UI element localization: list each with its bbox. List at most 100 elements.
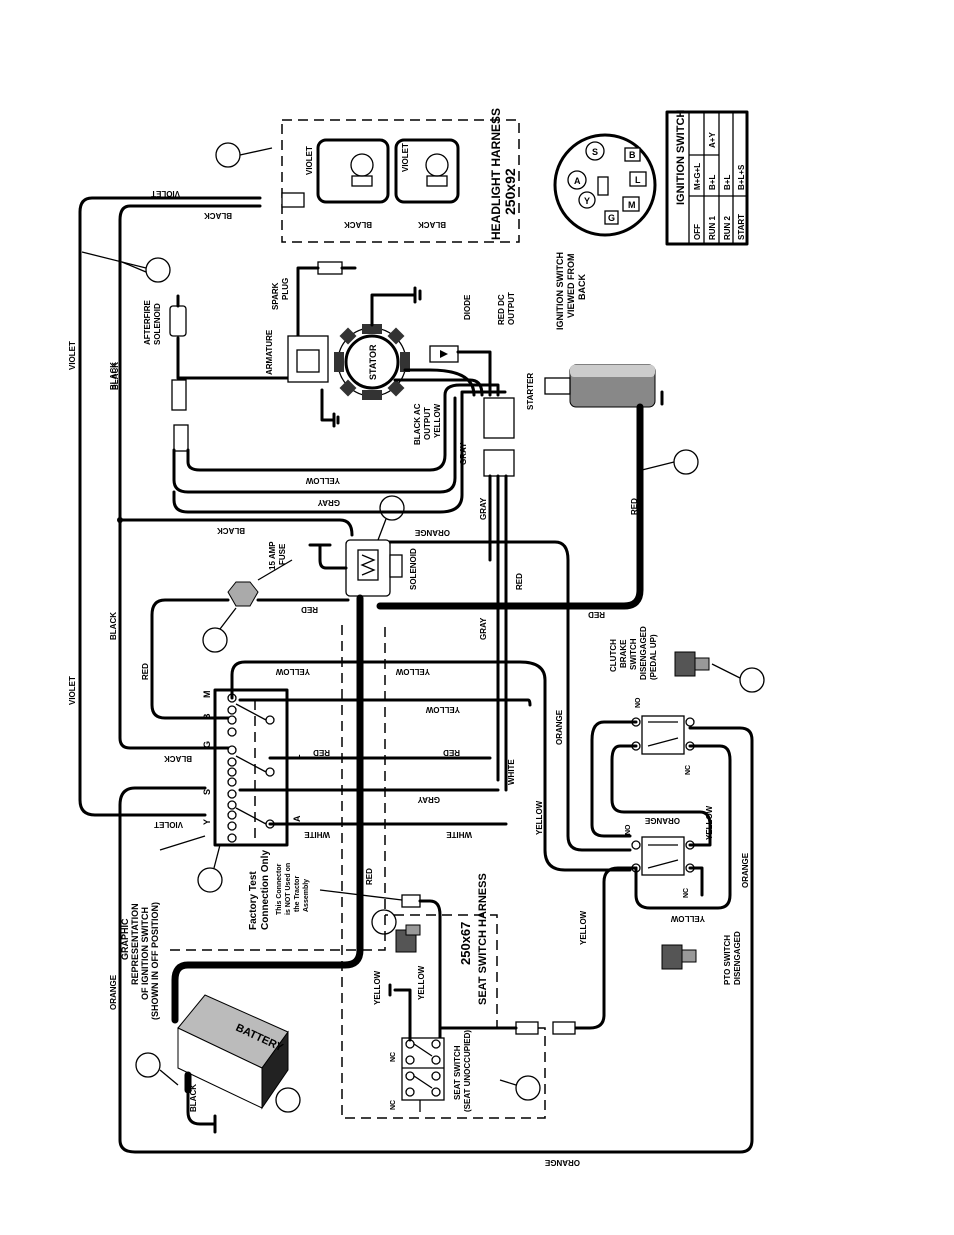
- svg-text:BLACK: BLACK: [109, 362, 118, 390]
- svg-text:ORANGE: ORANGE: [741, 852, 750, 888]
- svg-text:YELLOW: YELLOW: [305, 476, 340, 485]
- svg-text:SOLENOID: SOLENOID: [409, 548, 418, 590]
- svg-text:is NOT Used on: is NOT Used on: [285, 863, 292, 915]
- svg-text:NO: NO: [625, 824, 632, 835]
- svg-text:BLACK: BLACK: [111, 362, 120, 390]
- svg-text:VIOLET: VIOLET: [154, 820, 183, 829]
- svg-text:G: G: [202, 741, 212, 748]
- svg-text:(SHOWN IN OFF POSITION): (SHOWN IN OFF POSITION): [150, 902, 160, 1020]
- svg-text:BLACK: BLACK: [344, 220, 372, 229]
- callout-circle: [145, 257, 171, 283]
- starter-motor: STARTER: [526, 364, 656, 410]
- svg-text:15 AMP: 15 AMP: [268, 541, 277, 570]
- svg-text:S: S: [592, 147, 598, 157]
- svg-text:G: G: [608, 213, 615, 223]
- svg-text:GRAY: GRAY: [479, 497, 488, 520]
- svg-text:VIOLET: VIOLET: [151, 189, 180, 198]
- svg-text:Y: Y: [584, 196, 590, 206]
- svg-text:This Connector: This Connector: [276, 863, 283, 915]
- stator: STATOR: [334, 324, 410, 400]
- seat-harness-part: 250x67: [458, 922, 473, 965]
- svg-text:L: L: [635, 175, 641, 185]
- svg-text:YELLOW: YELLOW: [705, 805, 714, 840]
- svg-text:NC: NC: [683, 888, 690, 898]
- svg-text:Connection Only: Connection Only: [260, 850, 271, 930]
- svg-text:BACK: BACK: [577, 274, 587, 300]
- seat-switch: NC NC SEAT SWITCH (SEAT UNOCCUPIED): [390, 1030, 472, 1112]
- svg-text:B+L: B+L: [723, 175, 732, 190]
- svg-text:WHITE: WHITE: [304, 830, 330, 839]
- svg-text:FUSE: FUSE: [278, 543, 287, 565]
- svg-text:RED: RED: [515, 573, 524, 590]
- svg-text:RED: RED: [313, 748, 330, 757]
- svg-text:GRAY: GRAY: [479, 617, 488, 640]
- svg-text:S: S: [202, 789, 212, 795]
- svg-text:B+L+S: B+L+S: [737, 164, 746, 190]
- svg-text:BLACK: BLACK: [164, 754, 192, 763]
- svg-text:START: START: [737, 214, 746, 240]
- stator-connector: [483, 397, 515, 439]
- harness-connector: [483, 449, 515, 477]
- svg-text:YELLOW: YELLOW: [670, 914, 705, 923]
- svg-text:BLACK: BLACK: [189, 1084, 198, 1112]
- svg-text:RUN 1: RUN 1: [708, 215, 717, 240]
- svg-text:RED: RED: [141, 663, 150, 680]
- svg-text:RED: RED: [365, 868, 374, 885]
- callout-circle: [515, 1075, 541, 1101]
- svg-text:DIODE: DIODE: [463, 294, 472, 320]
- svg-text:ARMATURE: ARMATURE: [265, 329, 274, 375]
- svg-text:VIOLET: VIOLET: [305, 146, 314, 175]
- svg-text:(SEAT UNOCCUPIED): (SEAT UNOCCUPIED): [463, 1030, 472, 1112]
- svg-text:YELLOW: YELLOW: [395, 667, 430, 676]
- svg-text:ORANGE: ORANGE: [414, 528, 450, 537]
- svg-text:BLACK: BLACK: [217, 526, 245, 535]
- headlight-harness-part: 250x92: [502, 168, 518, 215]
- svg-text:B: B: [202, 713, 212, 720]
- svg-text:A: A: [574, 176, 581, 186]
- armature: ARMATURE: [265, 329, 329, 383]
- callout-circle: [673, 449, 699, 475]
- svg-text:ORANGE: ORANGE: [109, 974, 118, 1010]
- svg-text:GRAY: GRAY: [417, 795, 440, 804]
- svg-text:SOLENOID: SOLENOID: [153, 303, 162, 345]
- svg-text:OFF: OFF: [693, 224, 702, 240]
- svg-text:RUN 2: RUN 2: [723, 215, 732, 240]
- svg-text:B+L: B+L: [708, 175, 717, 190]
- factory-test-connector: [401, 894, 421, 908]
- svg-text:YELLOW: YELLOW: [275, 667, 310, 676]
- seat-switch-icon: [395, 924, 421, 953]
- svg-text:SEAT SWITCH: SEAT SWITCH: [453, 1045, 462, 1100]
- svg-text:OF IGNITION SWITCH: OF IGNITION SWITCH: [140, 907, 150, 1000]
- svg-text:DISENGAGED: DISENGAGED: [639, 626, 648, 680]
- afterfire-solenoid: AFTERFIRE SOLENOID: [143, 294, 189, 452]
- headlight-harness: HEADLIGHT HARNESS 250x92 VIOLET VIOLET B…: [281, 108, 520, 243]
- callout-circle: [197, 867, 223, 893]
- svg-text:SPARK: SPARK: [271, 282, 280, 310]
- svg-text:STARTER: STARTER: [526, 373, 535, 410]
- callout-circle: [371, 909, 397, 935]
- svg-text:ORANGE: ORANGE: [555, 709, 564, 745]
- battery: BATTERY: [177, 994, 289, 1110]
- callout-circle: [275, 1087, 301, 1113]
- svg-text:BLACK: BLACK: [204, 211, 232, 220]
- svg-text:YELLOW: YELLOW: [433, 403, 442, 438]
- svg-text:GRAY: GRAY: [317, 498, 340, 507]
- svg-text:ORANGE: ORANGE: [644, 816, 680, 825]
- headlight-bulb-icon: [350, 153, 374, 187]
- svg-text:IGNITION SWITCH: IGNITION SWITCH: [555, 252, 565, 330]
- diode: DIODE RED DC OUTPUT: [429, 292, 516, 363]
- svg-text:RED: RED: [630, 498, 639, 515]
- svg-text:REPRESENTATION: REPRESENTATION: [130, 903, 140, 985]
- svg-text:SWITCH: SWITCH: [629, 638, 638, 670]
- plunger-switch-icon: [661, 944, 697, 970]
- starter-solenoid: SOLENOID: [345, 539, 418, 597]
- plunger-switch-icon: [674, 651, 710, 677]
- svg-text:BLACK AC: BLACK AC: [413, 403, 422, 445]
- svg-text:Factory Test: Factory Test: [248, 871, 259, 930]
- svg-text:OUTPUT: OUTPUT: [423, 407, 432, 440]
- clutch-brake-switch: NO NC CLUTCH BRAKE SWITCH DISENGAGED (PE…: [609, 626, 695, 775]
- svg-text:M+G+L: M+G+L: [693, 163, 702, 190]
- ignition-table-title: IGNITION SWITCH: [675, 110, 687, 205]
- callout-circle: [135, 1052, 161, 1078]
